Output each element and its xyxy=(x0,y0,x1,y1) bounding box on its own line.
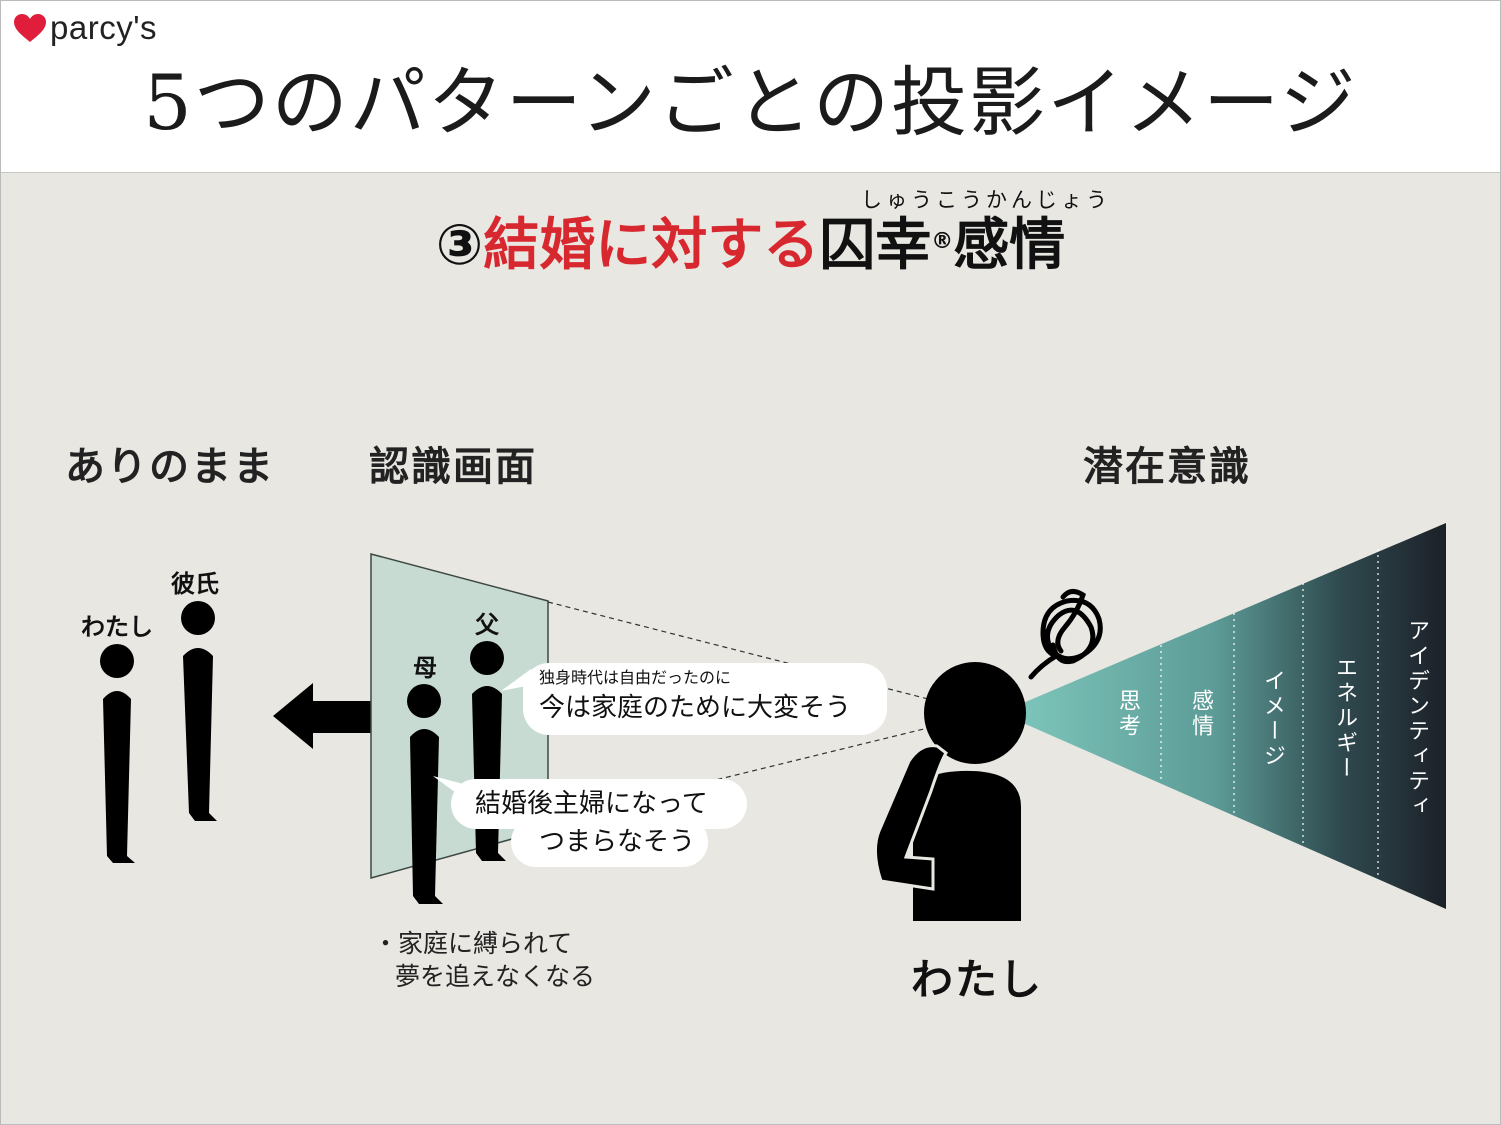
cone-layer-identity: アイデンティティ xyxy=(1404,619,1429,819)
heading-as-is: ありのまま xyxy=(65,444,275,490)
figure-me-thinking xyxy=(874,662,1026,921)
speech-bubble-top: 独身時代は自由だったのに 今は家庭のために大変そう xyxy=(523,663,887,735)
heading-subconscious: 潜在意識 xyxy=(1083,444,1251,490)
label-mother: 母 xyxy=(413,654,437,682)
speech-bubble-bottom-line1: 結婚後主婦になって xyxy=(451,779,747,829)
header-band xyxy=(1,1,1500,173)
registered-mark: ® xyxy=(931,229,954,254)
brand-logo: parcy's xyxy=(13,9,157,47)
page-title: 5つのパターンごとの投影イメージ xyxy=(143,58,1358,147)
bubble-top-main-text: 今は家庭のために大変そう xyxy=(539,693,852,723)
subtitle-red-text: 結婚に対する xyxy=(483,213,820,278)
label-me-small: わたし xyxy=(81,613,153,641)
subtitle-number: ③ xyxy=(435,213,484,278)
figure-mother xyxy=(407,684,443,904)
label-me-main: わたし xyxy=(911,955,1044,1004)
cone-layer-energy: エネルギー xyxy=(1332,656,1357,781)
subtitle-black-text: 囚幸 xyxy=(819,213,932,278)
subtitle-black-tail: 感情 xyxy=(953,213,1066,278)
figure-me-small xyxy=(100,644,135,863)
label-boyfriend: 彼氏 xyxy=(171,570,219,598)
projection-arrow-icon xyxy=(273,683,371,749)
furigana-reading: しゅうこうかんじょう xyxy=(861,188,1111,212)
note-text: ・家庭に縛られて 夢を追えなくなる xyxy=(373,927,595,993)
heart-icon xyxy=(14,14,46,42)
bubble-top-small-text: 独身時代は自由だったのに xyxy=(539,668,732,687)
cone-layer-emotion: 感情 xyxy=(1188,689,1213,739)
brand-name: parcy's xyxy=(50,9,157,46)
note-bullet: ・ xyxy=(373,929,399,958)
speech-bubble-bottom-line2: つまらなそう xyxy=(511,817,708,867)
cone-layer-thought: 思考 xyxy=(1115,689,1140,739)
note-line-1: 家庭に縛られて xyxy=(398,929,573,958)
note-line-2: 夢を追えなくなる xyxy=(395,962,596,991)
tangled-thought-icon xyxy=(1028,589,1103,680)
section-subtitle: ③結婚に対する囚幸®感情 xyxy=(1,206,1500,286)
cone-layer-image: イメージ xyxy=(1260,669,1285,769)
figure-boyfriend xyxy=(181,601,217,821)
heading-recognition-screen: 認識画面 xyxy=(369,444,537,490)
label-father: 父 xyxy=(475,611,499,639)
